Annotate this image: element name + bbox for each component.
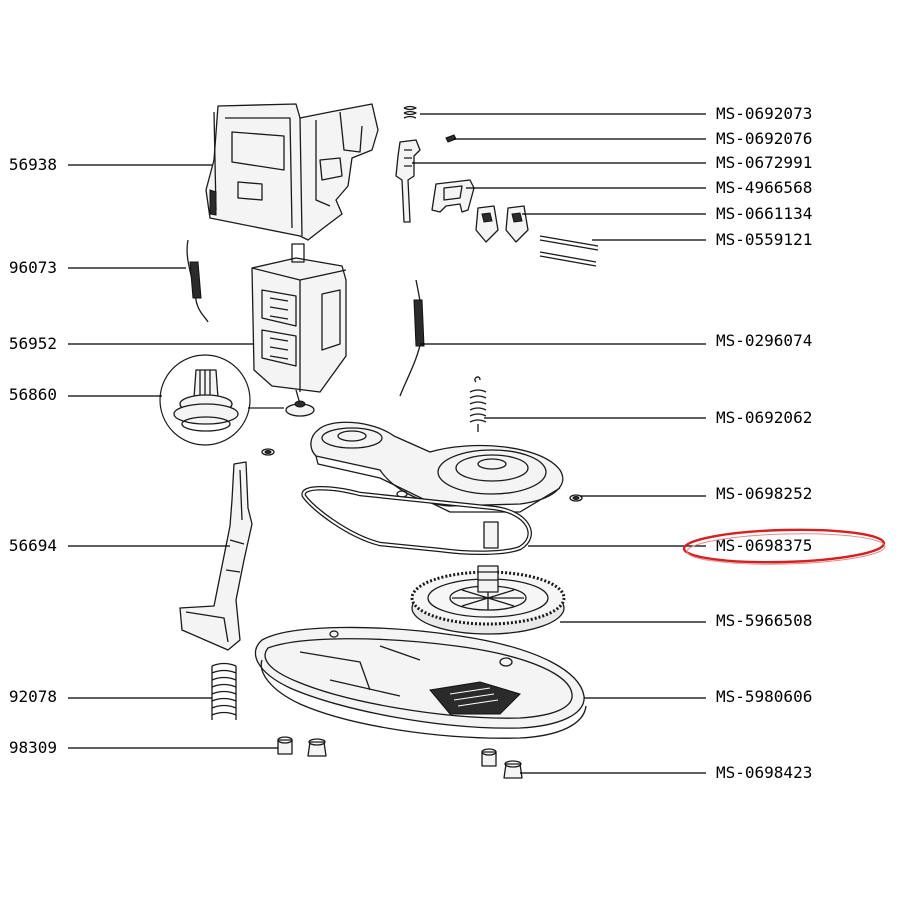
part-label-ms-5966508[interactable]: MS-5966508 (716, 611, 812, 630)
pinion-detail-part (159, 354, 284, 446)
highlight-ellipse-shadow (686, 533, 886, 565)
part-label-ms-0296074[interactable]: MS-0296074 (716, 331, 812, 350)
part-label-ms-5980606[interactable]: MS-5980606 (716, 687, 812, 706)
part-label-98309[interactable]: 98309 (9, 738, 57, 757)
large-gear-part (410, 565, 566, 635)
leader-lines (68, 113, 706, 774)
drive-belt-part (301, 486, 532, 556)
part-label-ms-0698423[interactable]: MS-0698423 (716, 763, 812, 782)
part-label-92078[interactable]: 92078 (9, 687, 57, 706)
part-label-56952[interactable]: 56952 (9, 334, 57, 353)
left-part-labels: 56938 96073 56952 56860 56694 92078 9830… (9, 155, 57, 757)
part-label-ms-0692073[interactable]: MS-0692073 (716, 104, 812, 123)
wire-right-part (399, 279, 425, 397)
right-part-labels: MS-0692073 MS-0692076 MS-0672991 MS-4966… (716, 104, 812, 782)
spring-large-part (211, 662, 237, 720)
upper-housing-part (205, 103, 379, 241)
motor-part (251, 243, 347, 417)
part-label-ms-0692076[interactable]: MS-0692076 (716, 129, 812, 148)
part-label-ms-0672991[interactable]: MS-0672991 (716, 153, 812, 172)
part-label-56694[interactable]: 56694 (9, 536, 57, 555)
feet-parts (277, 736, 523, 779)
base-tray-part (254, 626, 587, 739)
spring-small-part (469, 376, 487, 432)
part-label-56938[interactable]: 56938 (9, 155, 57, 174)
part-label-ms-0698252[interactable]: MS-0698252 (716, 484, 812, 503)
lever-arm-part (179, 461, 253, 651)
part-label-ms-4966568[interactable]: MS-4966568 (716, 178, 812, 197)
part-label-96073[interactable]: 96073 (9, 258, 57, 277)
part-label-ms-0661134[interactable]: MS-0661134 (716, 204, 812, 223)
small-switch-parts (395, 105, 599, 267)
part-label-ms-0559121[interactable]: MS-0559121 (716, 230, 812, 249)
part-label-ms-0692062[interactable]: MS-0692062 (716, 408, 812, 427)
part-label-56860[interactable]: 56860 (9, 385, 57, 404)
part-label-ms-0698375[interactable]: MS-0698375 (716, 536, 812, 555)
highlight-ellipse (682, 528, 886, 564)
gear-plate-part (261, 421, 583, 513)
wire-left-part (186, 239, 209, 323)
